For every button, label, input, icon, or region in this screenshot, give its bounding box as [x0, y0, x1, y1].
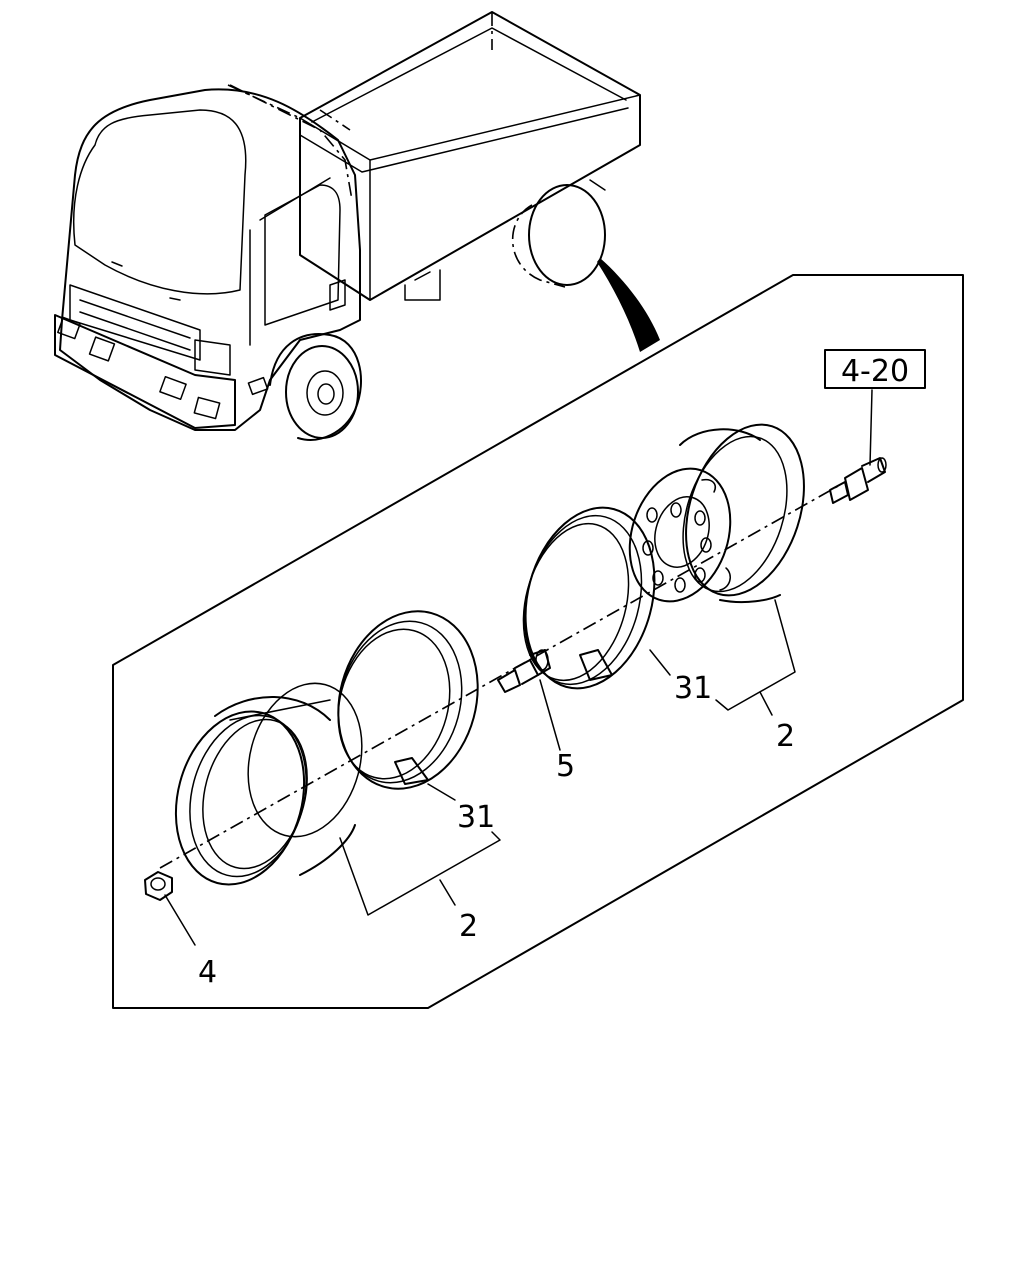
wheel-disc-upper — [628, 423, 805, 604]
callout-31-lower: 31 — [457, 800, 495, 835]
wheel-bolt — [829, 457, 887, 504]
callout-4: 4 — [198, 955, 217, 990]
leader-lines — [339, 599, 796, 916]
wheel-nut — [144, 871, 196, 946]
truck-rear-wheel — [511, 179, 606, 288]
callout-5: 5 — [556, 749, 575, 784]
truck-front-wheel — [269, 333, 362, 441]
callout-31-upper: 31 — [674, 671, 712, 706]
callout-2-upper: 2 — [776, 719, 795, 754]
callout-2-lower: 2 — [459, 909, 478, 944]
reference-box: 4-20 — [824, 349, 926, 466]
side-ring-lower — [337, 610, 479, 790]
rim-lower — [174, 682, 363, 886]
side-ring-upper — [522, 506, 656, 690]
center-axis-line — [159, 484, 841, 869]
detail-frame — [112, 274, 964, 1009]
reference-label: 4-20 — [841, 354, 909, 389]
center-bolt — [497, 649, 561, 751]
truck-illustration — [54, 11, 660, 441]
cargo-bed — [227, 11, 641, 301]
zoom-pointer-arrow — [597, 258, 660, 352]
truck-cab — [54, 84, 361, 431]
